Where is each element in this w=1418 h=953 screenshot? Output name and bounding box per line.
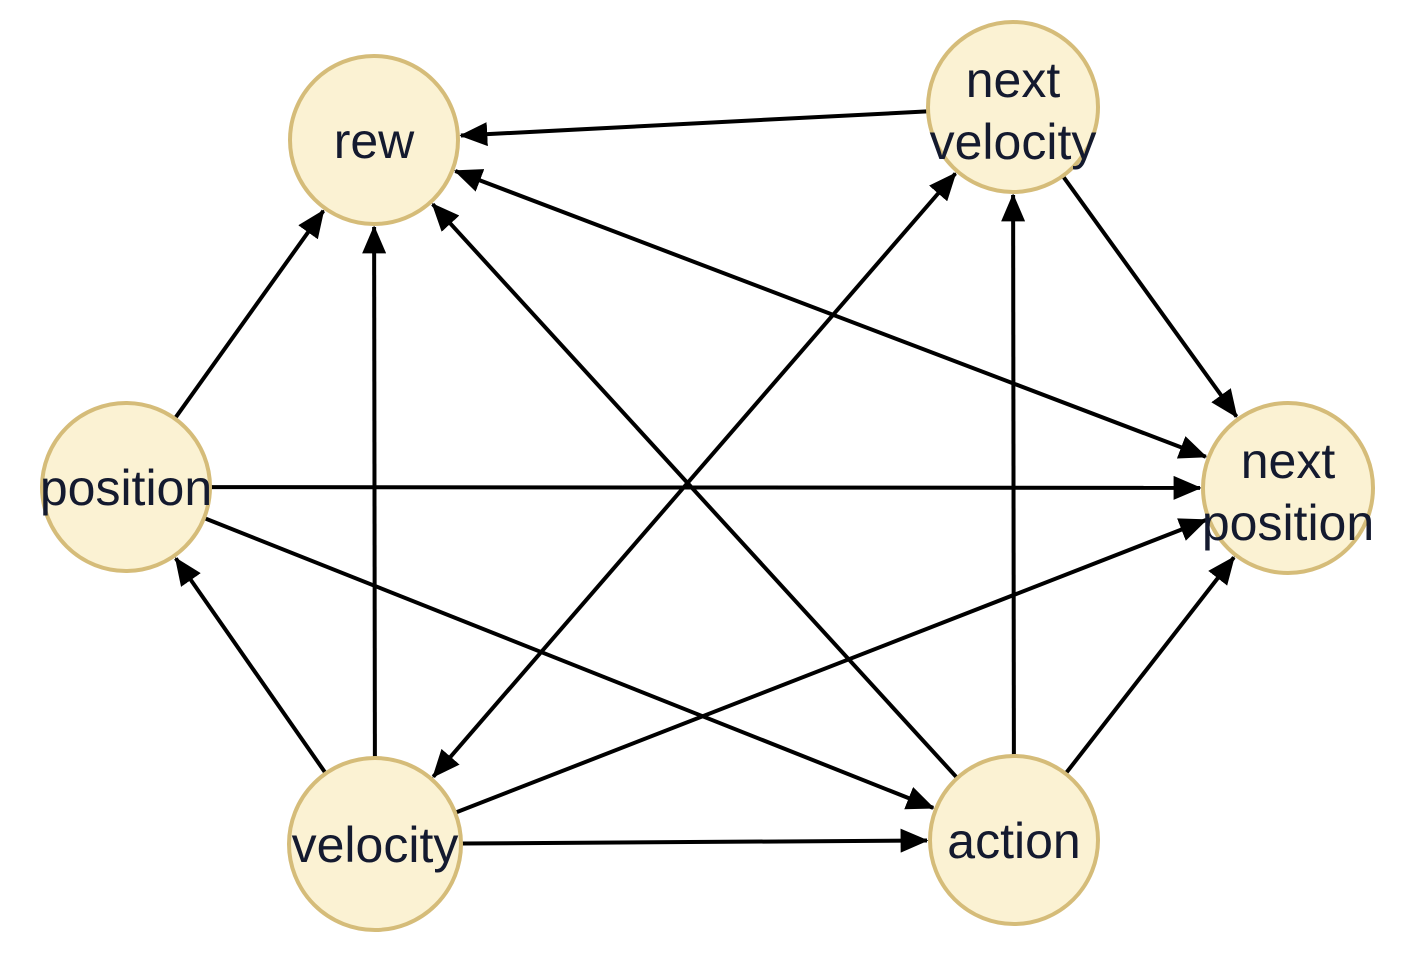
node-label-rew: rew xyxy=(334,113,415,169)
node-label-action: action xyxy=(947,813,1080,869)
edge-position-to-action xyxy=(204,516,935,810)
edge-velocity-to-position xyxy=(174,557,327,774)
node-action: action xyxy=(928,754,1100,926)
node-circle-action xyxy=(928,754,1100,926)
node-circle-position xyxy=(40,401,212,573)
node-position: position xyxy=(40,401,212,573)
edge-action-to-next_velocity xyxy=(1001,193,1026,756)
node-label-position: position xyxy=(40,460,212,516)
edge-action-to-rew xyxy=(431,202,959,779)
node-velocity: velocity xyxy=(287,756,463,932)
edge-velocity-to-action xyxy=(461,828,929,853)
node-circle-next_position xyxy=(1201,401,1375,575)
node-circle-rew xyxy=(288,54,460,226)
node-circle-velocity xyxy=(287,756,463,932)
edge-next_velocity-to-rew xyxy=(459,109,928,147)
edge-position-to-rew xyxy=(173,209,326,419)
node-rew: rew xyxy=(288,54,460,226)
edge-position-to-next_position xyxy=(210,475,1202,500)
node-circle-next_velocity xyxy=(926,20,1100,194)
edge-layer xyxy=(173,109,1239,853)
node-label-velocity: velocity xyxy=(292,817,459,873)
edge-rew-to-next_position xyxy=(453,169,1208,459)
edge-action-to-next_position xyxy=(1064,556,1236,775)
edge-next_velocity-to-next_position xyxy=(1061,175,1239,418)
edge-velocity-to-rew xyxy=(362,225,387,758)
